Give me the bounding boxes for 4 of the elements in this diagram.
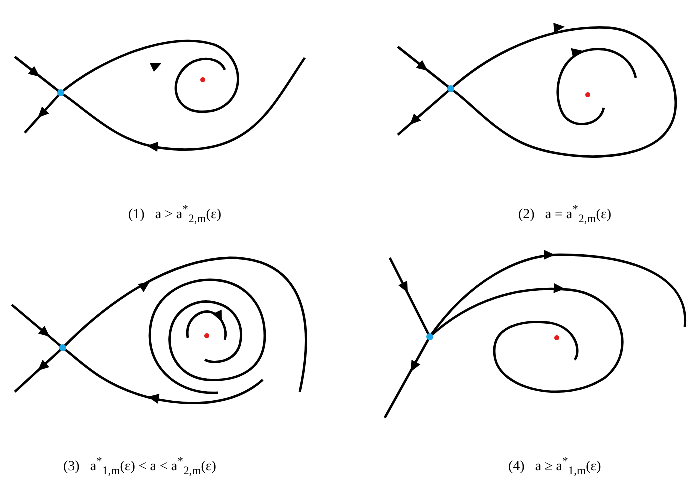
caption: (4) a ≥ a$^{*}$$_{1,m}$(ε) (508, 455, 602, 478)
caption: (1) a > a$^{*}$$_{2,m}$(ε) (128, 203, 222, 226)
caption: (3) a$^{*}$$_{1,m}$(ε) < a < a$^{*}$$_{2,m}$(ε) (64, 455, 216, 478)
caption: (2) a = a$^{*}$$_{2,m}$(ε) (518, 203, 612, 226)
